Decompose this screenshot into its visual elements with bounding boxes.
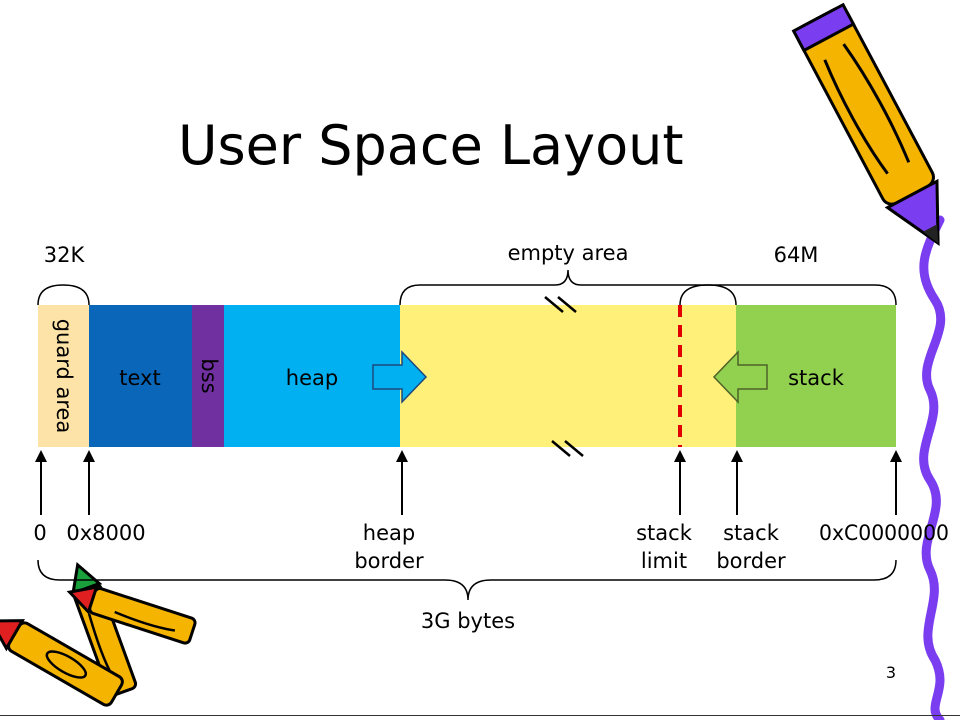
address-arrow-stack-border bbox=[731, 450, 743, 515]
heap-region bbox=[224, 305, 400, 447]
empty-area-label: empty area bbox=[508, 241, 629, 265]
guard-size-label: 32K bbox=[44, 243, 86, 267]
address-arrow-zero bbox=[35, 450, 47, 515]
break-mark-icon bbox=[551, 440, 584, 457]
stack-border-label-line2: border bbox=[716, 549, 786, 573]
page-number: 3 bbox=[885, 663, 896, 682]
stack-size-brace bbox=[679, 284, 737, 306]
bss-region bbox=[192, 305, 224, 447]
stack-label: stack bbox=[788, 366, 845, 390]
stack-region bbox=[736, 305, 896, 447]
crayons-decoration-icon bbox=[0, 561, 197, 707]
total-size-brace bbox=[37, 559, 897, 601]
address-arrow-heap-border bbox=[396, 450, 408, 515]
address-arrow-text-start bbox=[83, 450, 95, 515]
heap-growth-arrow bbox=[372, 350, 428, 404]
heap-label: heap bbox=[286, 366, 338, 390]
text-region bbox=[89, 305, 192, 447]
guard-size-brace bbox=[37, 284, 90, 306]
bss-label: bss bbox=[197, 358, 221, 393]
stack-border-label-line1: stack bbox=[723, 521, 780, 545]
guard-area-label: guard area bbox=[52, 319, 76, 434]
stack-size-label: 64M bbox=[774, 243, 819, 267]
heap-border-label-line1: heap bbox=[363, 521, 415, 545]
text-label: text bbox=[119, 366, 160, 390]
stack-limit-label-line2: limit bbox=[641, 549, 687, 573]
address-arrow-stack-limit bbox=[674, 450, 686, 515]
footer-divider bbox=[0, 715, 960, 716]
pencil-decoration-icon bbox=[791, 2, 940, 246]
break-mark-icon bbox=[544, 296, 577, 313]
stack-limit-label-line1: stack bbox=[636, 521, 693, 545]
guard-area-region bbox=[38, 305, 89, 447]
address-arrow-top bbox=[890, 450, 902, 515]
address-text-start-label: 0x8000 bbox=[66, 521, 145, 545]
empty-area-brace bbox=[399, 269, 897, 306]
purple-squiggle-icon bbox=[919, 215, 946, 720]
total-size-label: 3G bytes bbox=[421, 609, 515, 633]
stack-growth-arrow bbox=[712, 350, 768, 404]
empty-region bbox=[400, 305, 736, 447]
address-zero-label: 0 bbox=[33, 521, 46, 545]
heap-border-label-line2: border bbox=[354, 549, 424, 573]
slide-title: User Space Layout bbox=[178, 114, 684, 177]
address-top-label: 0xC0000000 bbox=[819, 521, 949, 545]
